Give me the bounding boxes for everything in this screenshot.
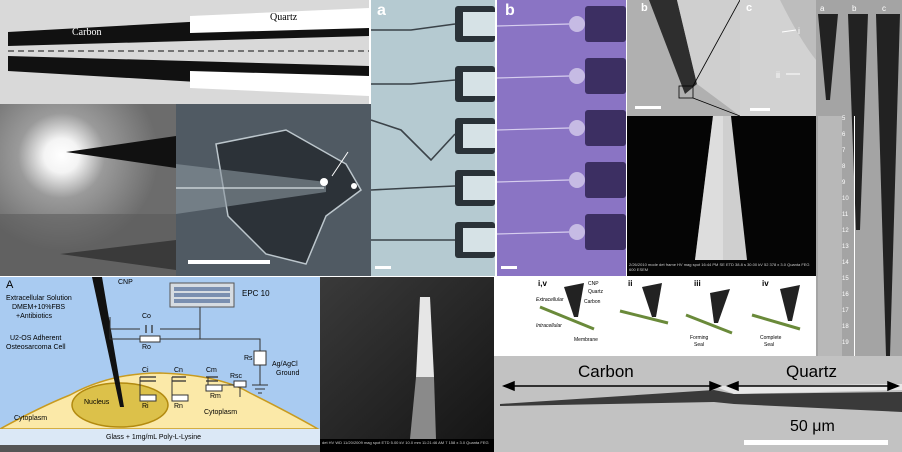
quartz-label: Quartz [270, 12, 298, 23]
ci-label: Ci [142, 367, 149, 374]
cell-type-line: Osteosarcoma Cell [6, 344, 66, 351]
step-iv-2-label: iv [762, 279, 769, 288]
ruler-tick: 16 [842, 292, 849, 298]
complete-seal-line: Seal [764, 342, 775, 348]
rn-label: Rn [174, 403, 183, 410]
tip-profiles-panel: a b c 5 6 7 8 9 10 11 12 13 14 15 16 17 … [816, 0, 902, 356]
insertion-carbon-label: Carbon [584, 299, 601, 305]
ruler-tick: 11 [842, 212, 849, 218]
ruler-tick: 12 [842, 228, 849, 234]
micropipette-panel-a: a [371, 0, 495, 276]
extracellular-label: Extracellular [536, 297, 564, 303]
panel-a-letter: a [377, 2, 386, 19]
cell-micrograph [176, 104, 371, 276]
complete-seal-line: Complete [760, 335, 782, 341]
tip-glow-micrograph [0, 104, 176, 276]
cytoplasm-right-label: Cytoplasm [204, 409, 238, 416]
insertion-steps-panel: i,v ii iii iv CNP Quartz Carbon Extracel… [534, 277, 810, 355]
step-ii-label: ii [628, 279, 633, 288]
ruler: 5 6 7 8 9 10 11 12 13 14 15 16 17 18 19 [842, 116, 856, 356]
forming-seal-line: Seal [694, 342, 705, 348]
ruler-tick: 17 [842, 308, 849, 314]
ruler-tick: 15 [842, 276, 849, 282]
ruler-tick: 10 [842, 196, 849, 202]
micropipette-panel-b: b [497, 0, 626, 276]
ri-label: Ri [142, 403, 149, 410]
panel-b-letter: b [505, 2, 515, 19]
electrode-line: Ground [276, 370, 300, 377]
ruler-tick: 14 [842, 260, 849, 266]
ruler-tick: 9 [842, 180, 846, 186]
co-label: Co [142, 313, 151, 320]
rm-label: Rm [210, 393, 221, 400]
ruler-tick: 5 [842, 116, 846, 122]
optical-quartz-label: Quartz [786, 362, 838, 381]
tem-i-label: i [798, 26, 800, 36]
ro-label: Ro [142, 344, 151, 351]
profile-c-label: c [882, 4, 886, 13]
schematic-panel: Carbon Quartz [0, 0, 369, 104]
profile-b-label: b [852, 4, 857, 13]
rsc-label: Rsc [230, 373, 243, 380]
membrane-label: Membrane [574, 337, 598, 343]
step-iii-label: iii [694, 279, 701, 288]
ruler-tick: 7 [842, 148, 846, 154]
tem-ii-label: ii [776, 70, 780, 80]
carbon-label: Carbon [72, 27, 102, 38]
tem-b-letter: b [641, 2, 648, 14]
circuit-panel-letter: A [6, 279, 14, 291]
sem-right-databar: 2/26/2010 mode det frame HV mag spot 16:… [629, 262, 810, 272]
circuit-epc-label: EPC 10 [242, 289, 270, 298]
sem-tip-bottom: det HV WD 11/20/2009 mag spot ETD 5.00 k… [320, 277, 494, 452]
profile-a-label: a [820, 4, 825, 13]
optical-scale-label: 50 μm [790, 418, 835, 435]
insertion-quartz-label: Quartz [588, 289, 604, 295]
tem-panel-c: c i ii [740, 0, 816, 116]
sem-tip-right: 2/26/2010 mode det frame HV mag spot 16:… [627, 116, 816, 276]
circuit-cnp-label: CNP [118, 279, 133, 286]
electrode-line: Ag/AgCl [272, 361, 298, 368]
solution-line: +Antibiotics [16, 313, 52, 320]
pipette-schematic [8, 8, 369, 96]
sem-bottom-databar: det HV WD 11/20/2009 mag spot ETD 5.00 k… [322, 440, 489, 445]
step-iv-label: i,v [538, 279, 547, 288]
ruler-tick: 13 [842, 244, 849, 250]
ruler-tick: 18 [842, 324, 849, 330]
solution-line: DMEM+10%FBS [12, 304, 66, 311]
intracellular-label: Intracellular [536, 323, 562, 329]
insertion-cnp-label: CNP [588, 281, 599, 287]
forming-seal-line: Forming [690, 335, 709, 341]
optical-carbon-quartz-panel: Carbon Quartz 50 μm [494, 356, 902, 452]
ruler-tick: 6 [842, 132, 846, 138]
nucleus-label: Nucleus [84, 399, 110, 406]
rs-label: Rs [244, 355, 253, 362]
cytoplasm-left-label: Cytoplasm [14, 415, 48, 422]
substrate-label: Glass + 1mg/mL Poly-L-Lysine [106, 434, 201, 441]
solution-line: Extracellular Solution [6, 295, 72, 302]
tem-panel-b: b [627, 0, 740, 116]
circuit-diagram-panel: A CNP EPC 10 Extracellular Solution DMEM… [0, 277, 320, 452]
ruler-tick: 19 [842, 340, 849, 346]
cn-label: Cn [174, 367, 183, 374]
optical-carbon-label: Carbon [578, 362, 634, 381]
cm-label: Cm [206, 367, 217, 374]
tem-c-letter: c [746, 2, 753, 14]
cell-type-line: U2-OS Adherent [10, 335, 62, 342]
ruler-tick: 8 [842, 164, 846, 170]
